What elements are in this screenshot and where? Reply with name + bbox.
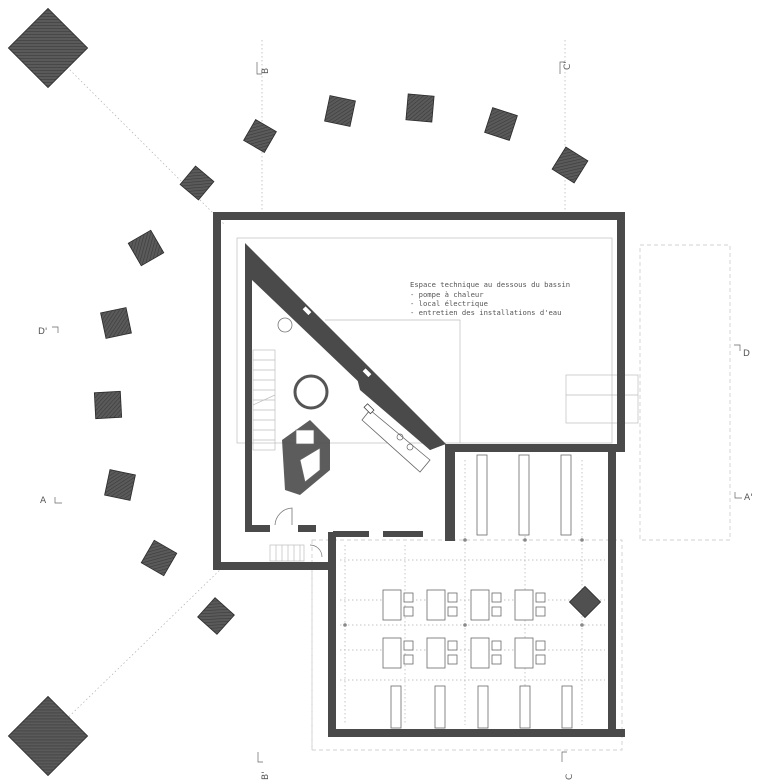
svg-text:C': C' xyxy=(563,61,573,70)
svg-text:A': A' xyxy=(744,493,753,503)
section-marker-c-bottom: C xyxy=(561,751,575,780)
corner-diamond-top xyxy=(7,7,89,89)
svg-text:C: C xyxy=(565,774,575,780)
pillars xyxy=(7,7,589,777)
section-marker-d-right: D xyxy=(734,344,750,359)
heat-pump-tank xyxy=(293,374,329,410)
technical-room xyxy=(245,243,446,562)
annotation-item: - pompe à chaleur xyxy=(410,290,484,299)
section-marker-b-top: B xyxy=(256,62,271,75)
stair xyxy=(252,349,276,451)
svg-text:D: D xyxy=(743,349,750,359)
annotation-item: - entretien des installations d'eau xyxy=(410,308,561,317)
section-markers: B C' D' D A A' B' xyxy=(38,61,753,780)
corner-diamond-bottom xyxy=(7,695,89,777)
svg-text:B': B' xyxy=(261,771,271,780)
annotation-item: - local électrique xyxy=(410,299,488,308)
svg-text:B: B xyxy=(261,68,271,74)
section-marker-b-bottom: B' xyxy=(257,752,271,780)
building-walls xyxy=(213,212,625,737)
svg-text:D': D' xyxy=(38,327,47,337)
lower-hall xyxy=(340,454,605,729)
section-marker-a-right: A' xyxy=(734,492,753,503)
section-marker-a-left: A xyxy=(40,496,62,506)
svg-text:A: A xyxy=(40,496,47,506)
annotation: Espace technique au dessous du bassin - … xyxy=(410,280,570,317)
section-marker-d-left: D' xyxy=(38,326,59,337)
annotation-title: Espace technique au dessous du bassin xyxy=(410,280,570,289)
section-marker-c-top: C' xyxy=(559,61,573,74)
